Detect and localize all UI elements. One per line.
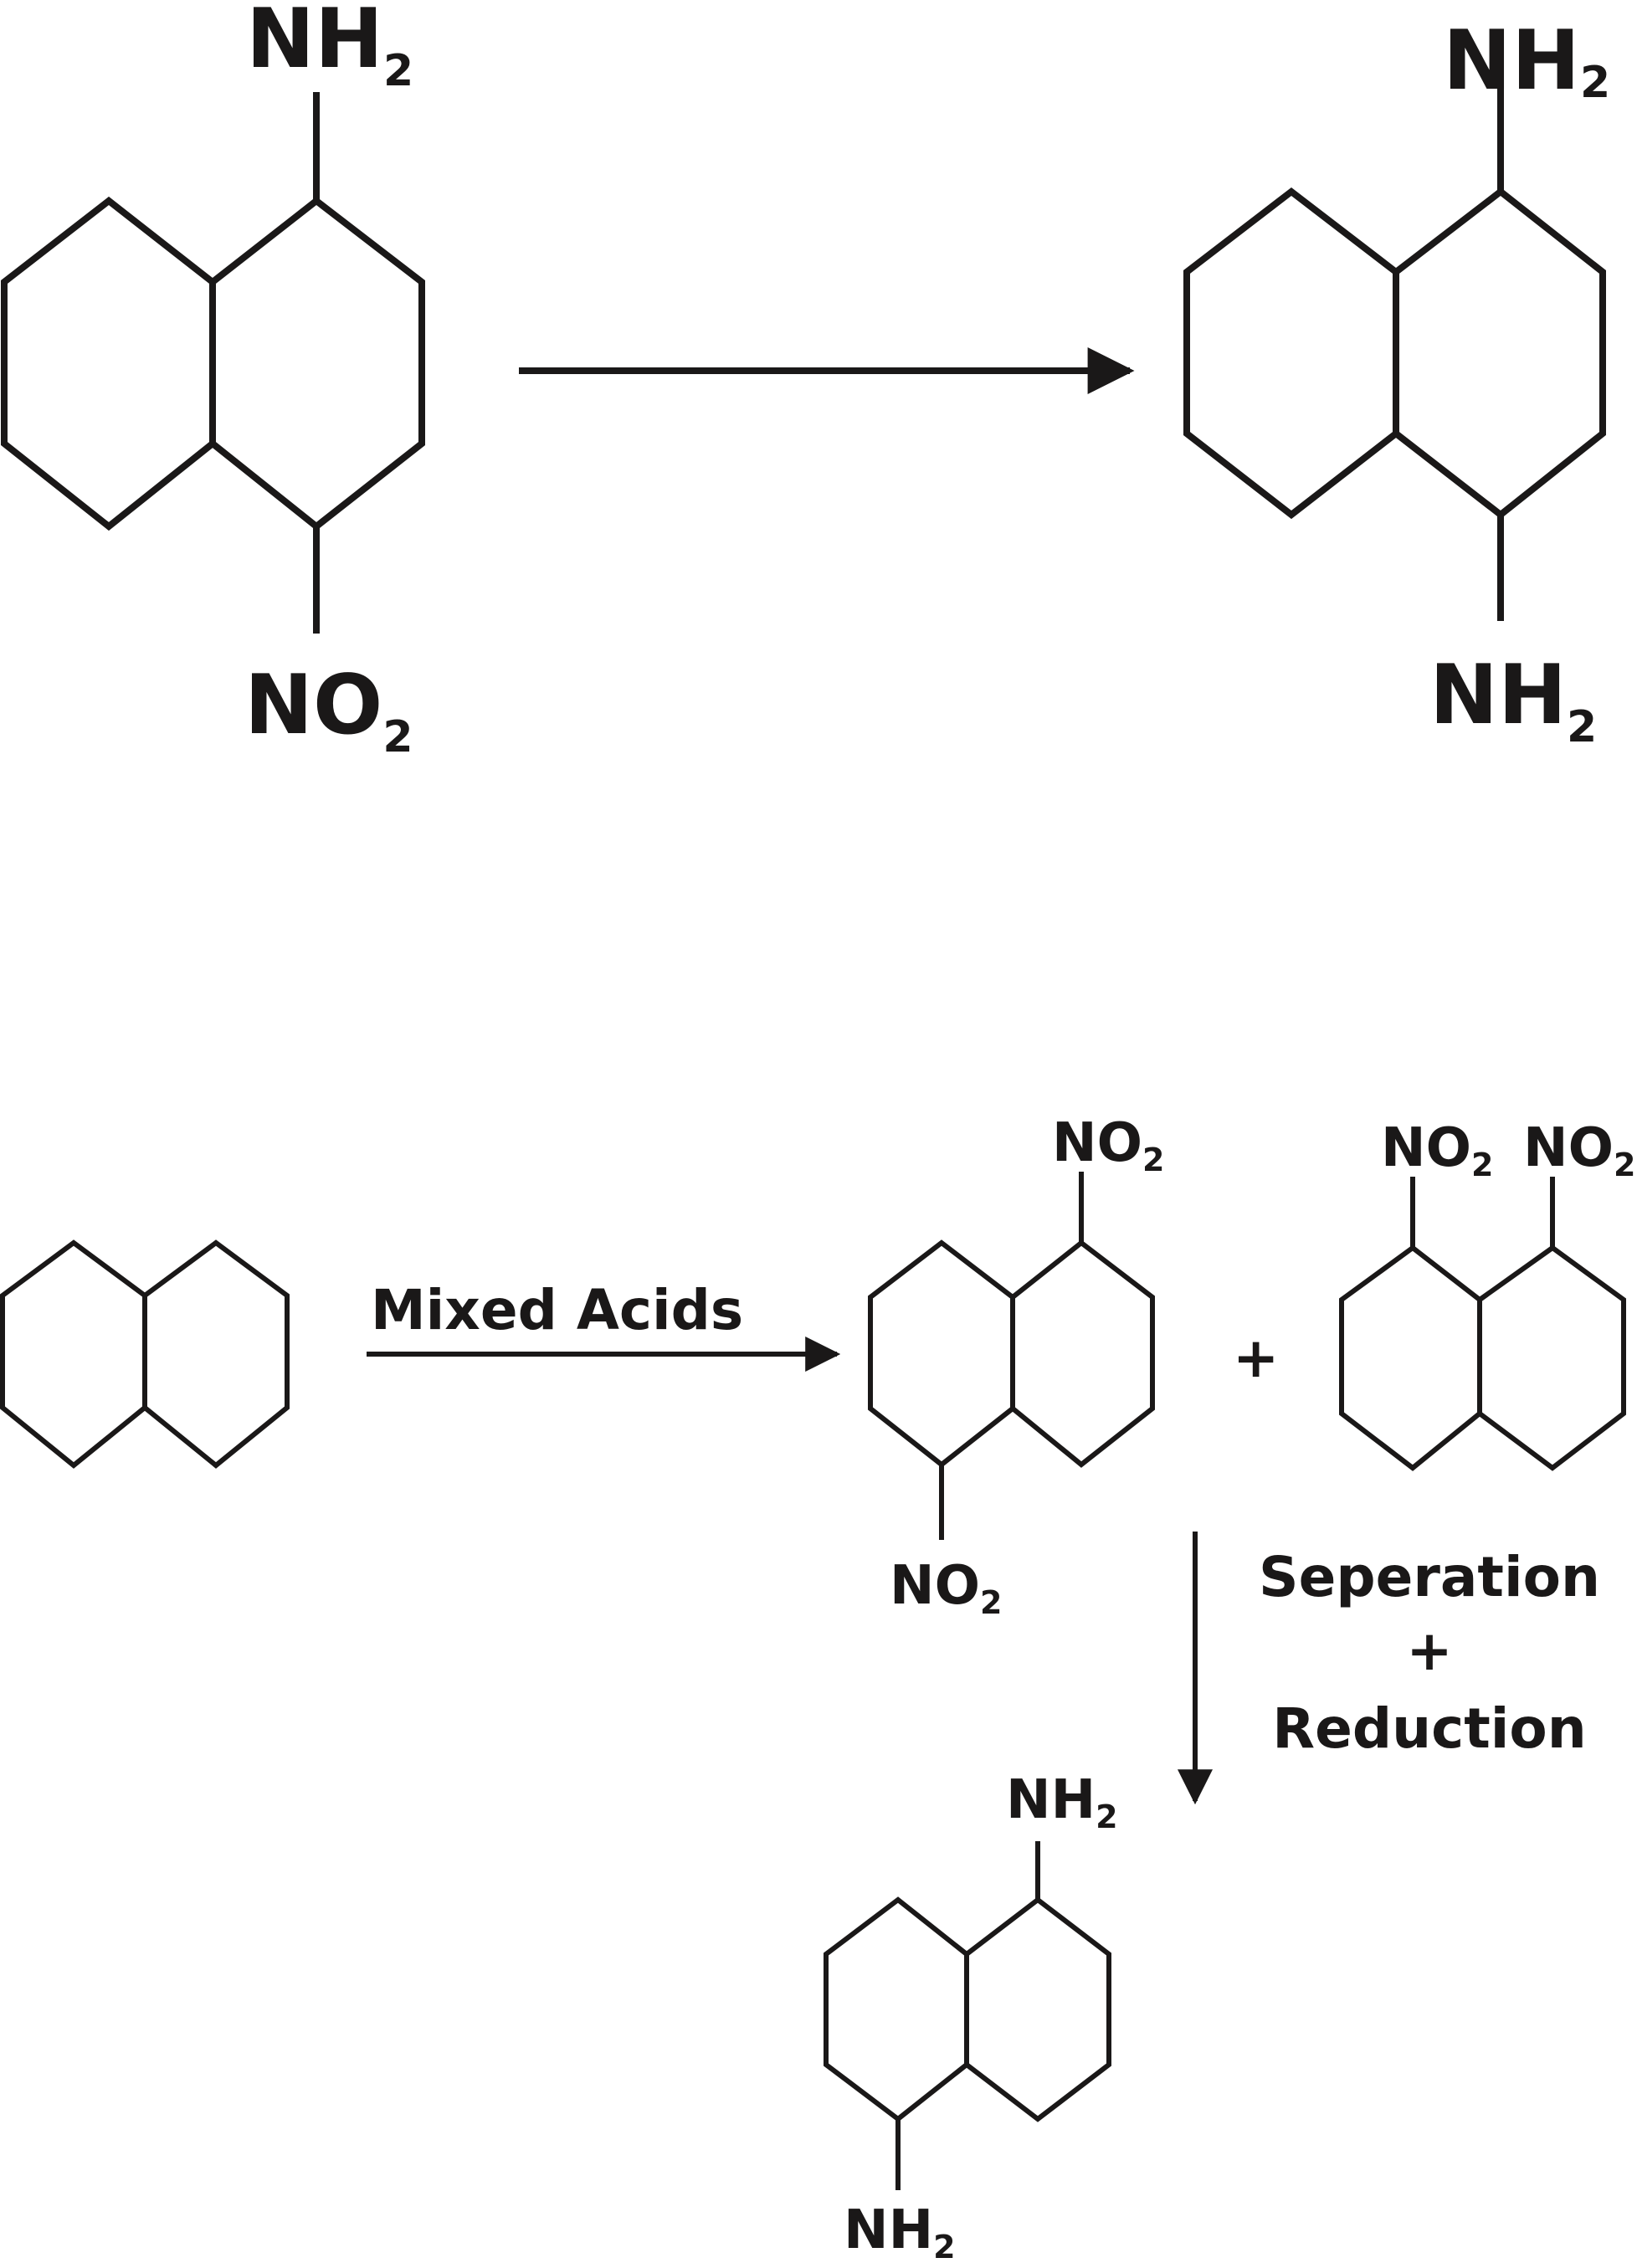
top-reactant-4-nitro-1-naphthylamine: NH2 NO2 [0,0,425,762]
dinitro18-right-label: NO2 [1523,1117,1635,1183]
reactant-right-ring [209,196,425,531]
product-top-label: NH2 [1443,13,1610,109]
top-product-1-4-naphthalenediamine: NH2 NH2 [1183,13,1610,752]
reduction-label: Reduction [1272,1696,1586,1761]
diamine-right-ring [964,1896,1111,2122]
1-8-dinitronaphthalene: NO2 NO2 [1339,1117,1635,1471]
reactant-left-ring [0,196,216,531]
1-5-naphthalenediamine: NH2 NH2 [824,1769,1118,2265]
dinitro18-left-ring [1339,1244,1482,1471]
dinitro15-left-ring [868,1239,1015,1468]
naphthalene-right-ring [142,1239,290,1469]
1-5-dinitronaphthalene: NO2 NO2 [868,1112,1164,1621]
naphthalene-starting-material [0,1239,290,1469]
reactant-top-label: NH2 [246,0,413,96]
product-left-ring [1183,187,1399,520]
dinitro15-top-label: NO2 [1052,1112,1164,1178]
plus-sign: + [1233,1326,1279,1390]
mixed-acids-label: Mixed Acids [371,1278,743,1342]
dinitro15-right-ring [1010,1239,1155,1468]
product-bottom-label: NH2 [1429,648,1597,752]
reactant-bottom-label: NO2 [244,658,413,762]
diamine-bottom-label: NH2 [844,2199,956,2265]
naphthalene-left-ring [0,1239,147,1469]
dinitro15-bottom-label: NO2 [890,1555,1002,1621]
separation-label: Seperation [1259,1545,1600,1609]
diamine-left-ring [824,1896,969,2122]
diamine-top-label: NH2 [1006,1769,1118,1835]
product-right-ring [1393,187,1606,520]
dinitro18-left-label: NO2 [1381,1117,1493,1183]
conditions-plus-sign: + [1406,1619,1452,1683]
dinitro18-right-ring [1477,1244,1626,1471]
step2-conditions: Seperation + Reduction [1259,1545,1600,1761]
